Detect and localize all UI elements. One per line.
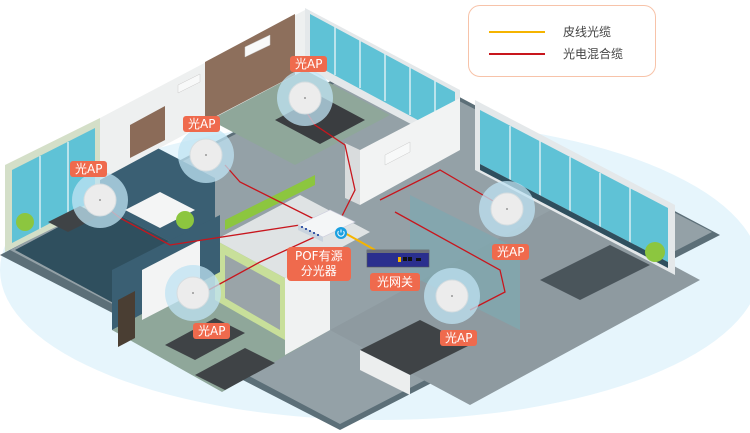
legend: 皮线光缆 光电混合缆 (468, 5, 656, 77)
splitter-label: POF有源 分光器 (287, 247, 351, 281)
cable-to-ap-right (379, 169, 501, 206)
legend-swatch-red (489, 52, 545, 55)
optical-ap-ap-mid-left[interactable] (178, 127, 234, 183)
drop-cable (342, 231, 376, 251)
pof-splitter-device[interactable] (297, 209, 356, 242)
optical-gateway-device[interactable] (366, 249, 430, 268)
splitter-ports (301, 226, 319, 236)
ac-unit-center (384, 141, 411, 166)
optical-ap-ap-bottom-mid[interactable] (424, 268, 480, 324)
ap-logo-icon (205, 154, 207, 156)
ap-label-bottom-left: 光AP (193, 323, 231, 339)
ap-label-right: 光AP (492, 244, 530, 260)
ap-label-top: 光AP (290, 56, 328, 72)
legend-item-hybrid-cable: 光电混合缆 (489, 45, 623, 62)
legend-label: 光电混合缆 (563, 47, 624, 61)
ac-unit-left (177, 73, 201, 94)
ap-label-bottom-mid: 光AP (440, 330, 478, 346)
central-white-wall-side (345, 143, 360, 205)
ap-logo-icon (506, 208, 508, 210)
optical-ap-ap-bottom-left[interactable] (165, 265, 221, 321)
ap-logo-icon (99, 199, 101, 201)
cubicle-desk (540, 245, 650, 300)
cable-to-ap-bottom-left (204, 229, 331, 293)
door (118, 291, 135, 347)
splitter-label-line2: 分光器 (300, 264, 337, 278)
optical-ap-ap-top[interactable] (277, 70, 333, 126)
plant-left (16, 213, 34, 231)
ap-logo-icon (451, 295, 453, 297)
left-window-glass (12, 128, 95, 243)
green-stripe (225, 175, 315, 230)
cable-to-ap-mid-left (224, 164, 321, 223)
power-icon (335, 227, 347, 239)
brown-panel (130, 106, 165, 158)
ap-logo-icon (192, 292, 194, 294)
gateway-label: 光网关 (370, 273, 421, 291)
optical-ap-ap-left[interactable] (72, 172, 128, 228)
cubicle-partitions (410, 195, 520, 330)
plant-right (645, 242, 665, 262)
ac-unit-top (244, 34, 271, 58)
ap-logo-icon (304, 97, 306, 99)
legend-label: 皮线光缆 (563, 25, 612, 39)
legend-item-drop-cable: 皮线光缆 (489, 23, 611, 40)
right-window-glass (480, 110, 668, 262)
ap-label-left: 光AP (70, 161, 108, 177)
legend-swatch-yellow (489, 30, 545, 33)
top-window-glass (310, 14, 455, 140)
ap-label-mid-left: 光AP (183, 116, 221, 132)
plant-mid (176, 211, 194, 229)
reception-desk-front (360, 350, 410, 395)
workspace-desk-2 (195, 348, 275, 390)
cable-to-ap-bottom-mid (394, 211, 506, 311)
optical-ap-ap-right[interactable] (479, 181, 535, 237)
splitter-label-line1: POF有源 (295, 249, 343, 263)
ap-layer (72, 70, 535, 324)
brick-wall (205, 14, 295, 122)
